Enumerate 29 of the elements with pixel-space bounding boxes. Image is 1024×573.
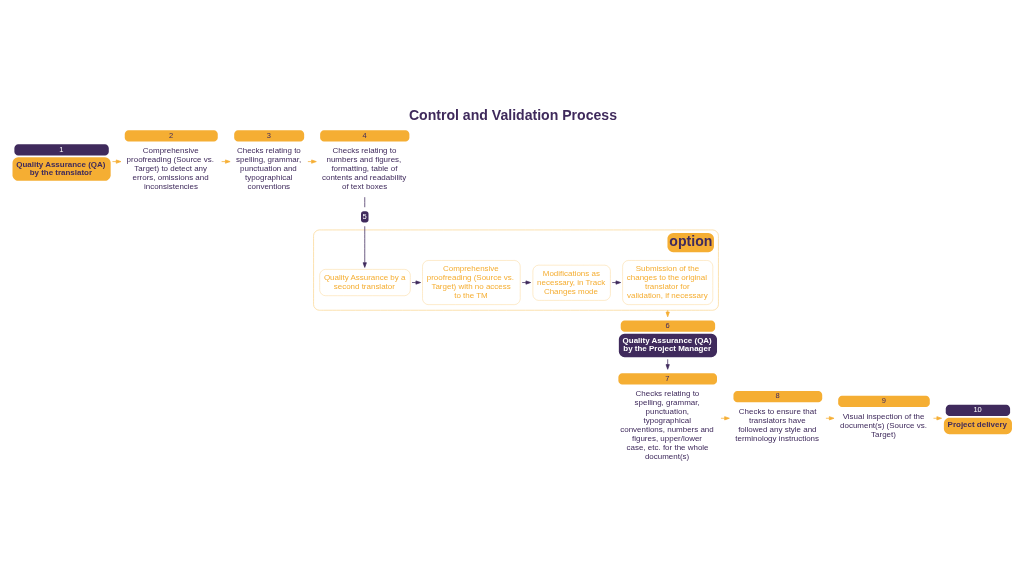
- node-label: Visual inspection of the document(s) (Source vs. Target): [840, 411, 927, 439]
- node-box: Modifications as necessary, in Track Changes mode: [532, 264, 611, 301]
- arrow: [611, 280, 622, 285]
- node-box: 3: [234, 129, 305, 141]
- node-box: Comprehensive proofreading (Source vs. Target) with no access to the TM: [422, 259, 521, 305]
- arrow: [665, 358, 670, 370]
- arrow: [665, 309, 670, 317]
- arrow: [720, 415, 730, 420]
- node-box: Submission of the changes to the original translator for validation, if necessary: [622, 259, 714, 305]
- arrow: [411, 280, 421, 285]
- node-box: 4: [320, 129, 410, 141]
- node-box: Quality Assurance by a second translator: [319, 268, 411, 296]
- arrow: [307, 159, 317, 164]
- arrow: [825, 415, 835, 420]
- diagram-title: Control and Validation Process: [408, 106, 617, 123]
- node-box: 7: [618, 372, 717, 384]
- node-label: Checks to ensure that translators have followed any style and terminology instructions: [735, 406, 820, 443]
- node-box: 2: [124, 129, 218, 141]
- node-label: Checks relating to spelling, grammar, punctuation and typographical conventions: [236, 145, 302, 191]
- node-box: 8: [733, 390, 823, 402]
- node-label: Comprehensive proofreading (Source vs. Target) to detect any errors, omissions and inconsistencies: [126, 145, 214, 191]
- arrow: [112, 159, 122, 164]
- arrow: [221, 159, 231, 164]
- node-box: 9: [838, 395, 930, 407]
- node-label: Checks relating to numbers and figures, formatting, table of contents and readability of text boxes: [322, 145, 407, 191]
- arrow: [521, 280, 531, 285]
- arrow: [933, 415, 942, 420]
- node-label: Checks relating to spelling, grammar, punctuation, typographical conventions, numbers and figures, upper/lower case, etc. for the whole document(s): [620, 388, 714, 461]
- arrow: [362, 225, 367, 268]
